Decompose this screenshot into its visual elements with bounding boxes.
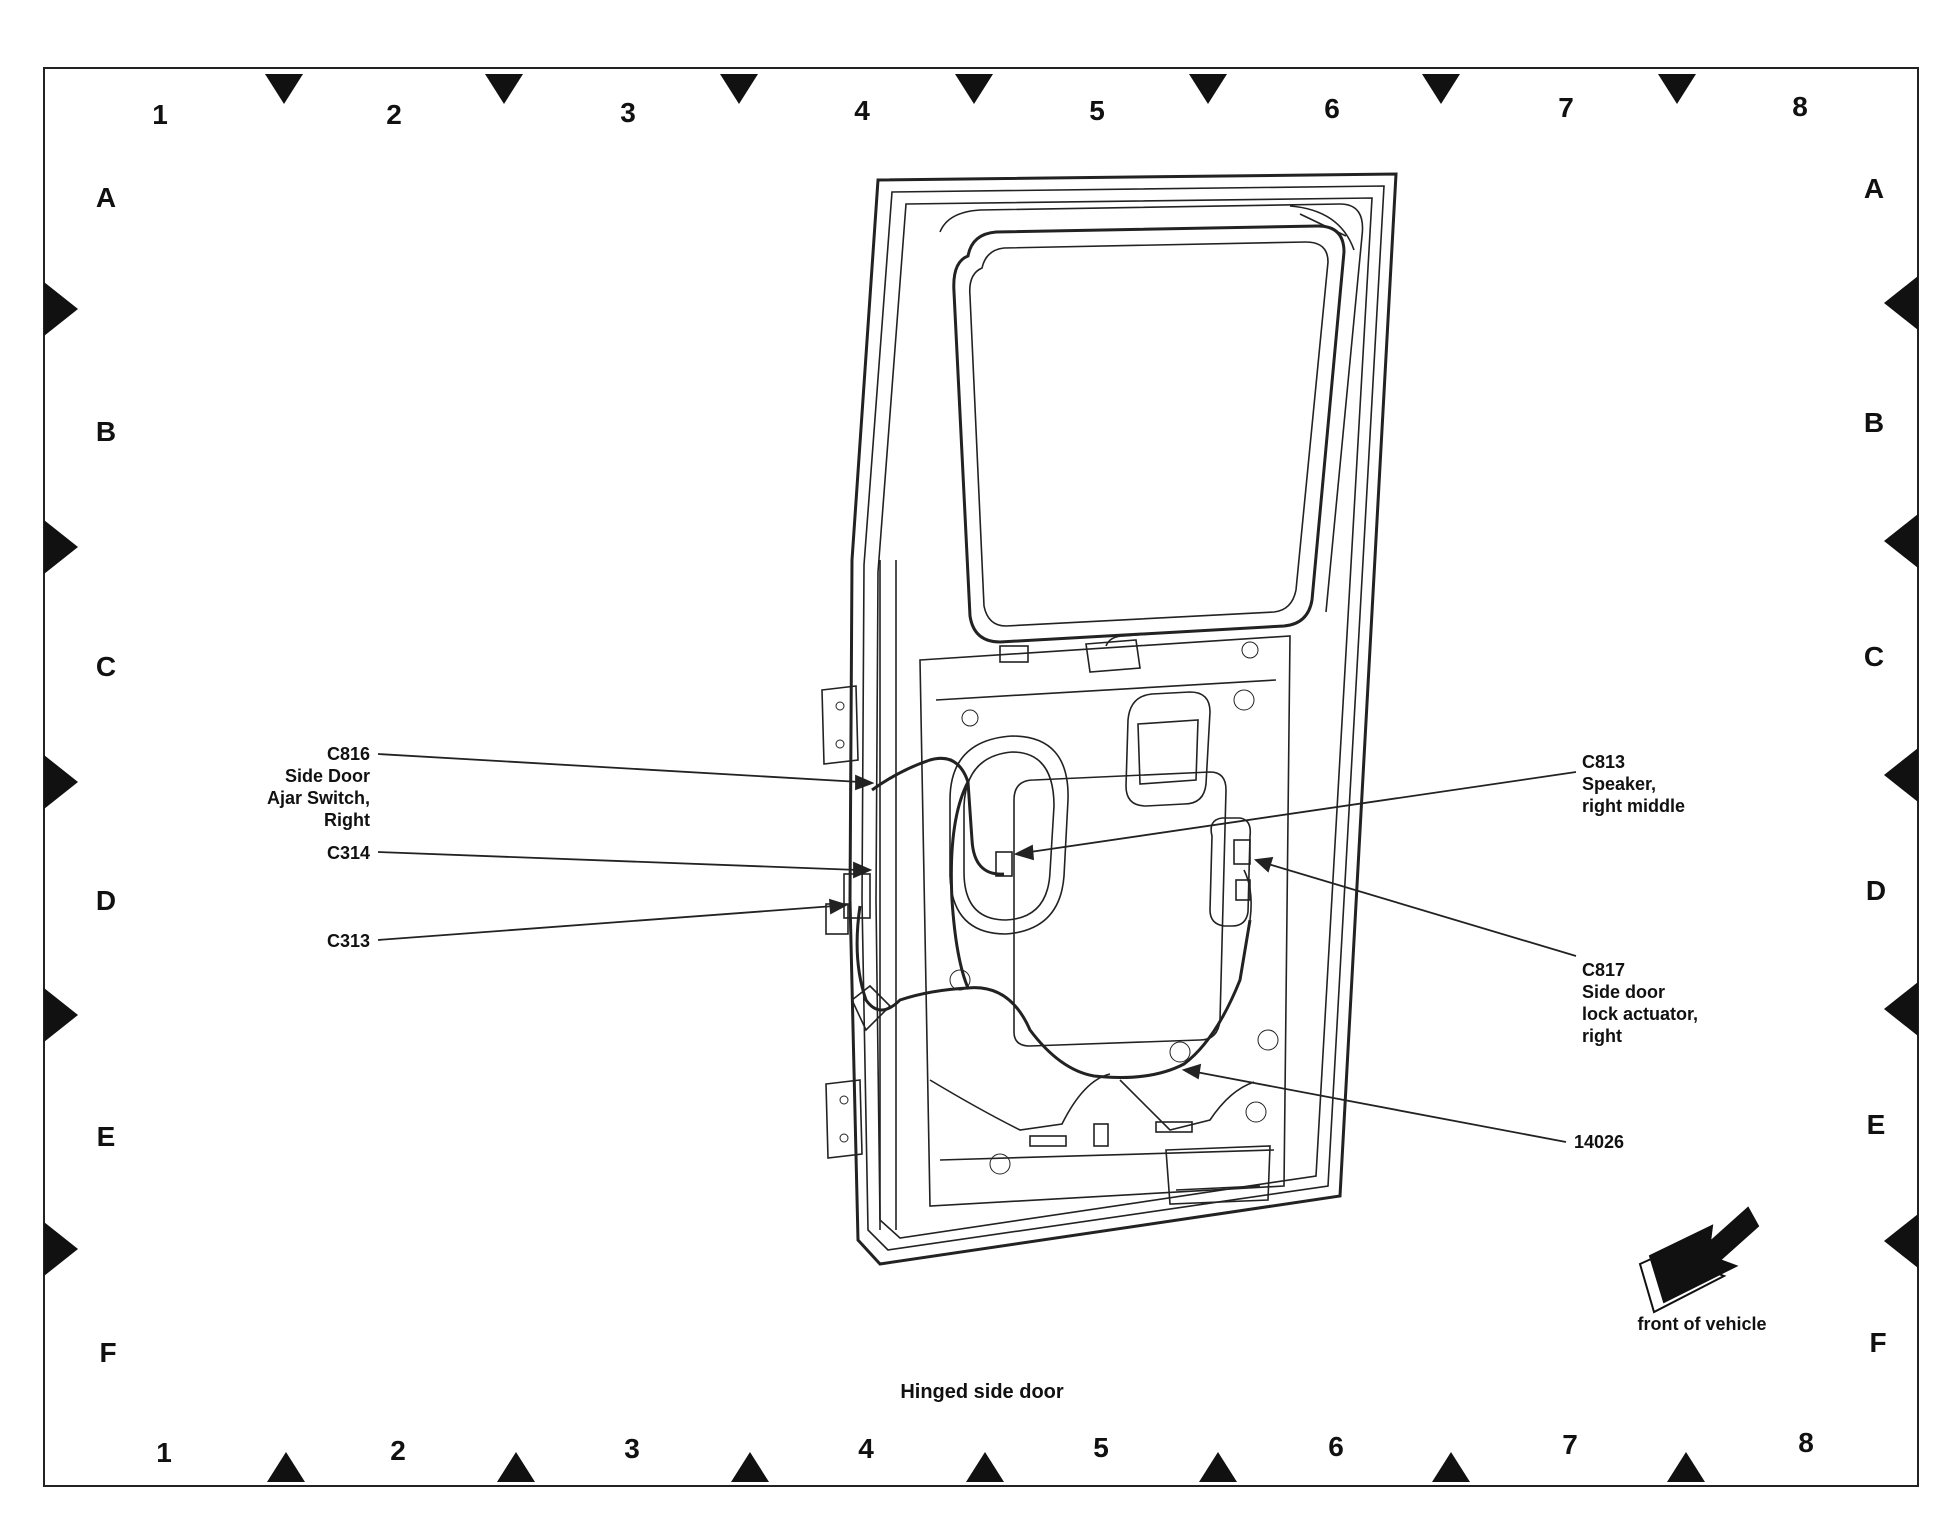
column-label: 6 [1328,1431,1344,1462]
column-label: 1 [152,99,168,130]
callout-c813: C813 Speaker, right middle [1582,752,1685,816]
leader-c816 [377,753,861,783]
hinged-side-door-illustration [821,172,1398,1266]
callout-c817: C817 Side door lock actuator, right [1582,960,1698,1046]
arrowhead [853,861,873,879]
callout-line: Speaker, [1582,774,1656,794]
row-label: E [1867,1109,1886,1140]
callout-line: C313 [327,931,370,951]
top-zone-markers [265,74,1696,104]
leader-c313 [377,905,835,941]
orientation-label: front of vehicle [1637,1314,1766,1334]
callout-line: C817 [1582,960,1625,980]
arrowhead [829,898,849,915]
right-zone-markers [1884,276,1918,1268]
left-zone-markers [44,282,78,1276]
callout-line: Side Door [285,766,370,786]
callout-line: right [1582,1026,1622,1046]
column-label: 1 [156,1437,172,1468]
callout-line: C314 [327,843,370,863]
row-label: A [1864,173,1884,204]
column-label: 7 [1558,92,1574,123]
leader-c817 [1267,863,1577,957]
column-label: 8 [1798,1427,1814,1458]
column-label: 3 [620,97,636,128]
callout-line: lock actuator, [1582,1004,1698,1024]
row-label: B [96,416,116,447]
column-label: 5 [1093,1432,1109,1463]
arrowhead [1013,844,1034,861]
leader-c813 [1029,771,1577,853]
column-label: 7 [1562,1429,1578,1460]
callout-14026: 14026 [1574,1132,1624,1152]
callout-line: C816 [327,744,370,764]
column-label: 3 [624,1433,640,1464]
column-label: 4 [854,95,870,126]
arrow-icon [1638,1206,1760,1314]
row-label: F [1869,1327,1886,1358]
callout-line: Ajar Switch, [267,788,370,808]
callout-c816: C816 Side Door Ajar Switch, Right [267,744,370,830]
column-labels-top: 1 2 3 4 5 6 7 8 [152,91,1808,130]
callout-line: right middle [1582,796,1685,816]
row-label: A [96,182,116,213]
callout-c313: C313 [327,931,370,951]
row-label: B [1864,407,1884,438]
column-label: 5 [1089,95,1105,126]
callout-line: Right [324,810,370,830]
row-label: F [99,1337,116,1368]
row-labels-left: A B C D E F [96,182,117,1368]
column-label: 2 [386,99,402,130]
arrowhead [1181,1063,1202,1080]
arrowhead [1253,856,1274,873]
callout-leader-lines [377,753,1577,1143]
row-label: D [96,885,116,916]
row-label: E [97,1121,116,1152]
column-label: 6 [1324,93,1340,124]
callout-line: C813 [1582,752,1625,772]
leader-14026 [1195,1071,1567,1143]
row-label: D [1866,875,1886,906]
row-label: C [96,651,116,682]
arrowhead [855,774,875,791]
callout-line: Side door [1582,982,1665,1002]
column-label: 8 [1792,91,1808,122]
column-label: 4 [858,1433,874,1464]
diagram-caption: Hinged side door [900,1381,1064,1403]
column-label: 2 [390,1435,406,1466]
bottom-zone-markers [267,1452,1705,1482]
row-labels-right: A B C D E F [1864,173,1887,1358]
callout-line: 14026 [1574,1132,1624,1152]
column-labels-bottom: 1 2 3 4 5 6 7 8 [156,1427,1814,1468]
row-label: C [1864,641,1884,672]
callout-c314: C314 [327,843,370,863]
leader-c314 [377,851,859,871]
